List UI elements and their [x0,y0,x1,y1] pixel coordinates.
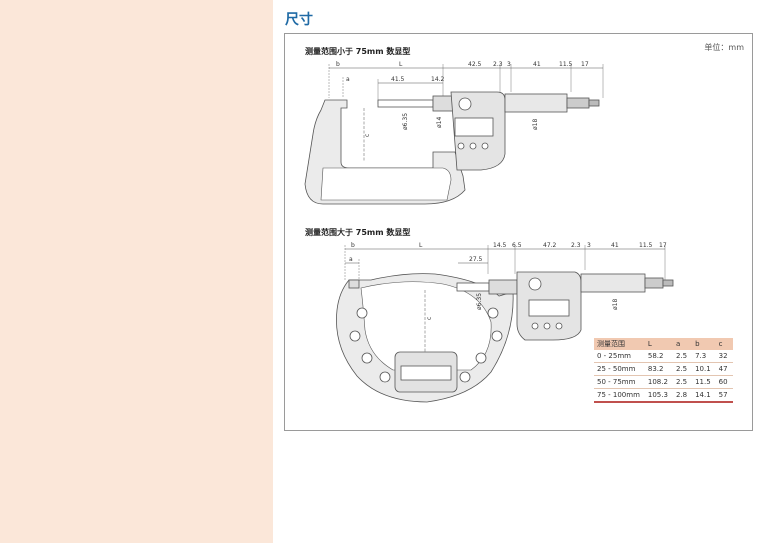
dim2-17: 17 [659,242,667,249]
table-cell: 2.5 [672,350,693,363]
table-cell: 0 - 25mm [594,350,645,363]
table-cell: 57 [715,388,733,403]
dim2-11-5: 11.5 [639,242,653,249]
table-cell: 75 - 100mm [594,388,645,403]
table-cell: 25 - 50mm [594,362,645,376]
dim2-2-3: 2.3 [571,242,581,249]
dim-dia-14: ø14 [436,117,443,128]
dim-42-5: 42.5 [468,61,482,68]
col-header: a [672,338,693,350]
dim-a: a [346,76,350,83]
dim2-47-2: 47.2 [543,242,557,249]
table-cell: 108.2 [644,375,673,389]
table-cell: 32 [715,350,733,363]
diagram2-dimension-labels: b a L 14.5 6.5 47.2 2.3 3 41 11.5 17 27.… [349,242,667,320]
dim2-3: 3 [587,242,591,249]
col-header: L [644,338,673,350]
dim2-27-5: 27.5 [469,256,483,263]
unit-label: 单位：mm [704,43,744,52]
dim-17: 17 [581,61,589,68]
diagram1-dimension-labels: b a L 41.5 14.2 42.5 2.3 3 41 11.5 17 ø6… [336,61,589,137]
table-row: 25 - 50mm 83.2 2.5 10.1 47 [594,362,733,376]
dim2-L: L [419,242,423,249]
dim-b: b [336,61,340,68]
table-cell: 11.5 [692,375,716,389]
diagram1-title: 测量范围小于 75mm 数显型 [305,47,411,56]
dim-41-5: 41.5 [391,76,405,83]
dimensions-figure: 单位：mm 测量范围小于 75mm 数显型 测量范围大于 75mm 数显型 [284,33,753,431]
dim-14-2: 14.2 [431,76,445,83]
micrometer-drawings: b a L 41.5 14.2 42.5 2.3 3 41 11.5 17 ø6… [304,61,674,403]
dim2-c: c [426,317,433,320]
dim2-dia-18: ø18 [612,299,619,310]
micrometer-large-drawing [336,245,674,403]
table-row: 0 - 25mm 58.2 2.5 7.3 32 [594,350,733,363]
dim-41: 41 [533,61,541,68]
dim2-14-5: 14.5 [493,242,507,249]
table-cell: 10.1 [692,362,716,376]
table-cell: 2.5 [672,375,693,389]
micrometer-small-drawing [304,64,604,205]
dim-L: L [399,61,403,68]
table-cell: 14.1 [692,388,716,403]
table-header-row: 测量范围 L a b c [594,338,733,350]
table-cell: 47 [715,362,733,376]
dim2-b: b [351,242,355,249]
diagram2-title: 测量范围大于 75mm 数显型 [305,228,411,237]
table-cell: 2.5 [672,362,693,376]
dim-11-5: 11.5 [559,61,573,68]
dim-2-3: 2.3 [493,61,503,68]
dim2-a: a [349,256,353,263]
left-sidebar-panel [0,0,273,543]
dim2-6-5: 6.5 [512,242,522,249]
section-title: 尺寸 [285,12,313,28]
table-row: 75 - 100mm 105.3 2.8 14.1 57 [594,388,733,403]
dim-c: c [364,134,371,137]
dim-3: 3 [507,61,511,68]
table-row: 50 - 75mm 108.2 2.5 11.5 60 [594,375,733,389]
table-cell: 2.8 [672,388,693,403]
table-cell: 60 [715,375,733,389]
col-header: 测量范围 [594,338,645,350]
dim-dia-6-35: ø6.35 [402,113,409,130]
dim2-41: 41 [611,242,619,249]
table-cell: 7.3 [692,350,716,363]
dim-dia-18: ø18 [532,119,539,130]
table-cell: 105.3 [644,388,673,403]
spec-table: 测量范围 L a b c 0 - 25mm 58.2 2.5 7.3 32 25… [594,338,733,403]
table-cell: 83.2 [644,362,673,376]
table-cell: 58.2 [644,350,673,363]
table-cell: 50 - 75mm [594,375,645,389]
col-header: c [715,338,733,350]
dim2-dia-6-35: ø6.35 [476,293,483,310]
col-header: b [692,338,716,350]
